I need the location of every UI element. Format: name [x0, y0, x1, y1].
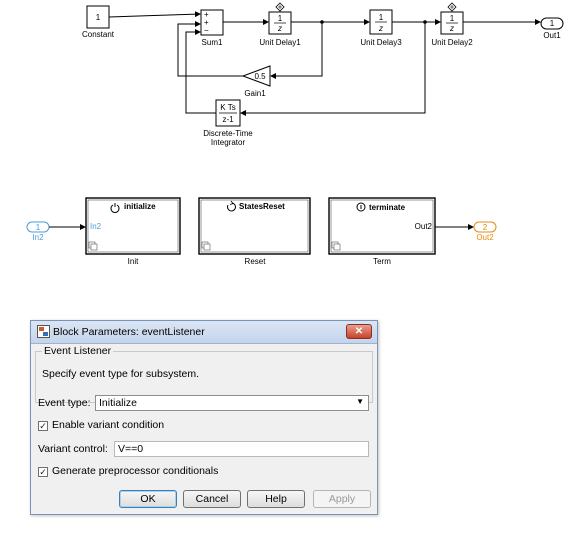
sum-sign-2: + — [204, 18, 209, 27]
group-title: Event Listener — [42, 345, 114, 357]
out2-port[interactable]: 2 Out2 — [473, 221, 497, 242]
gain-label: Gain1 — [244, 89, 266, 98]
variant-control-value: V==0 — [118, 443, 144, 455]
event-type-dropdown[interactable]: Initialize ▼ — [95, 395, 369, 411]
constant-label: Constant — [82, 30, 115, 39]
ok-button[interactable]: OK — [119, 490, 177, 508]
close-icon: ✕ — [354, 326, 364, 337]
reset-label: Reset — [245, 257, 267, 266]
dialog-titlebar[interactable]: Block Parameters: eventListener ✕ — [31, 321, 377, 344]
sum-sign-3: − — [204, 26, 209, 35]
subsystem-icon — [331, 241, 341, 251]
subsystem-icon — [201, 241, 211, 251]
variant-control-input[interactable]: V==0 — [114, 441, 369, 457]
unit-delay3-block[interactable]: 1 z Unit Delay3 — [360, 9, 402, 47]
out2-value: 2 — [483, 223, 488, 232]
help-button[interactable]: Help — [247, 490, 305, 508]
integrator-label-line1: Discrete-Time — [203, 129, 253, 138]
constant-value: 1 — [96, 13, 101, 22]
enable-variant-checkbox[interactable]: ✓ — [38, 421, 48, 431]
unit-delay2-num: 1 — [450, 14, 455, 23]
unit-delay1-block[interactable]: 1 z Unit Delay1 — [259, 2, 301, 47]
integrator-num: K Ts — [220, 103, 235, 112]
unit-delay3-den: z — [378, 24, 383, 33]
out1-port[interactable]: 1 Out1 — [540, 17, 564, 40]
reset-title: StatesReset — [239, 202, 285, 211]
reset-icon — [227, 200, 236, 212]
simulink-block-icon — [37, 325, 50, 338]
term-subsystem-block[interactable]: terminate Out2 Term — [328, 197, 436, 266]
event-type-label: Event type: — [38, 397, 91, 409]
reset-subsystem-block[interactable]: StatesReset Reset — [198, 197, 311, 266]
cancel-button[interactable]: Cancel — [183, 490, 241, 508]
unit-delay2-label: Unit Delay2 — [431, 38, 473, 47]
sum-label: Sum1 — [202, 38, 223, 47]
init-port-label: In2 — [90, 222, 102, 231]
simulink-diagram: 1 Constant + + − Sum1 1 z Unit Delay1 1 … — [26, 2, 564, 266]
block-parameters-dialog: Block Parameters: eventListener ✕ Event … — [30, 320, 378, 515]
sum-block[interactable]: + + − Sum1 — [200, 9, 224, 47]
out2-label: Out2 — [476, 233, 494, 242]
out1-value: 1 — [550, 19, 555, 28]
gain-value: 0.5 — [254, 72, 266, 81]
generate-preprocessor-checkbox[interactable]: ✓ — [38, 467, 48, 477]
unit-delay3-label: Unit Delay3 — [360, 38, 402, 47]
gain-block[interactable]: 0.5 Gain1 — [241, 65, 271, 98]
unit-delay3-num: 1 — [379, 13, 384, 22]
integrator-label-line2: Integrator — [211, 138, 246, 147]
top-signal-lines — [108, 11, 541, 116]
term-port-label: Out2 — [415, 222, 433, 231]
branch-point — [423, 20, 427, 24]
dialog-title: Block Parameters: eventListener — [53, 326, 205, 338]
discrete-time-integrator-block[interactable]: K Ts z-1 Discrete-Time Integrator — [203, 99, 253, 147]
close-button[interactable]: ✕ — [346, 324, 372, 339]
subsystem-icon — [88, 241, 98, 251]
generate-preprocessor-label: Generate preprocessor conditionals — [52, 465, 219, 477]
init-subsystem-block[interactable]: initialize In2 Init — [85, 197, 181, 266]
term-title: terminate — [369, 203, 406, 212]
out1-label: Out1 — [543, 31, 561, 40]
variant-control-label: Variant control: — [38, 443, 108, 455]
unit-delay1-label: Unit Delay1 — [259, 38, 301, 47]
enable-variant-label: Enable variant condition — [52, 419, 165, 431]
unit-delay1-den: z — [277, 24, 282, 33]
init-label: Init — [128, 257, 139, 266]
terminate-icon — [356, 202, 366, 212]
in2-port[interactable]: 1 In2 — [26, 221, 50, 242]
apply-button[interactable]: Apply — [313, 490, 371, 508]
power-icon — [110, 203, 120, 213]
in2-value: 1 — [36, 223, 41, 232]
unit-delay2-den: z — [449, 24, 454, 33]
group-description: Specify event type for subsystem. — [42, 368, 199, 380]
integrator-den: z-1 — [222, 115, 234, 124]
sum-sign-1: + — [204, 10, 209, 19]
unit-delay2-block[interactable]: 1 z Unit Delay2 — [431, 2, 473, 47]
branch-point — [320, 20, 324, 24]
init-title: initialize — [124, 202, 156, 211]
term-label: Term — [373, 257, 391, 266]
in2-label: In2 — [32, 233, 44, 242]
constant-block[interactable]: 1 Constant — [82, 5, 115, 39]
unit-delay1-num: 1 — [278, 14, 283, 23]
dropdown-arrow-icon: ▼ — [356, 397, 364, 406]
event-type-value: Initialize — [99, 397, 137, 409]
